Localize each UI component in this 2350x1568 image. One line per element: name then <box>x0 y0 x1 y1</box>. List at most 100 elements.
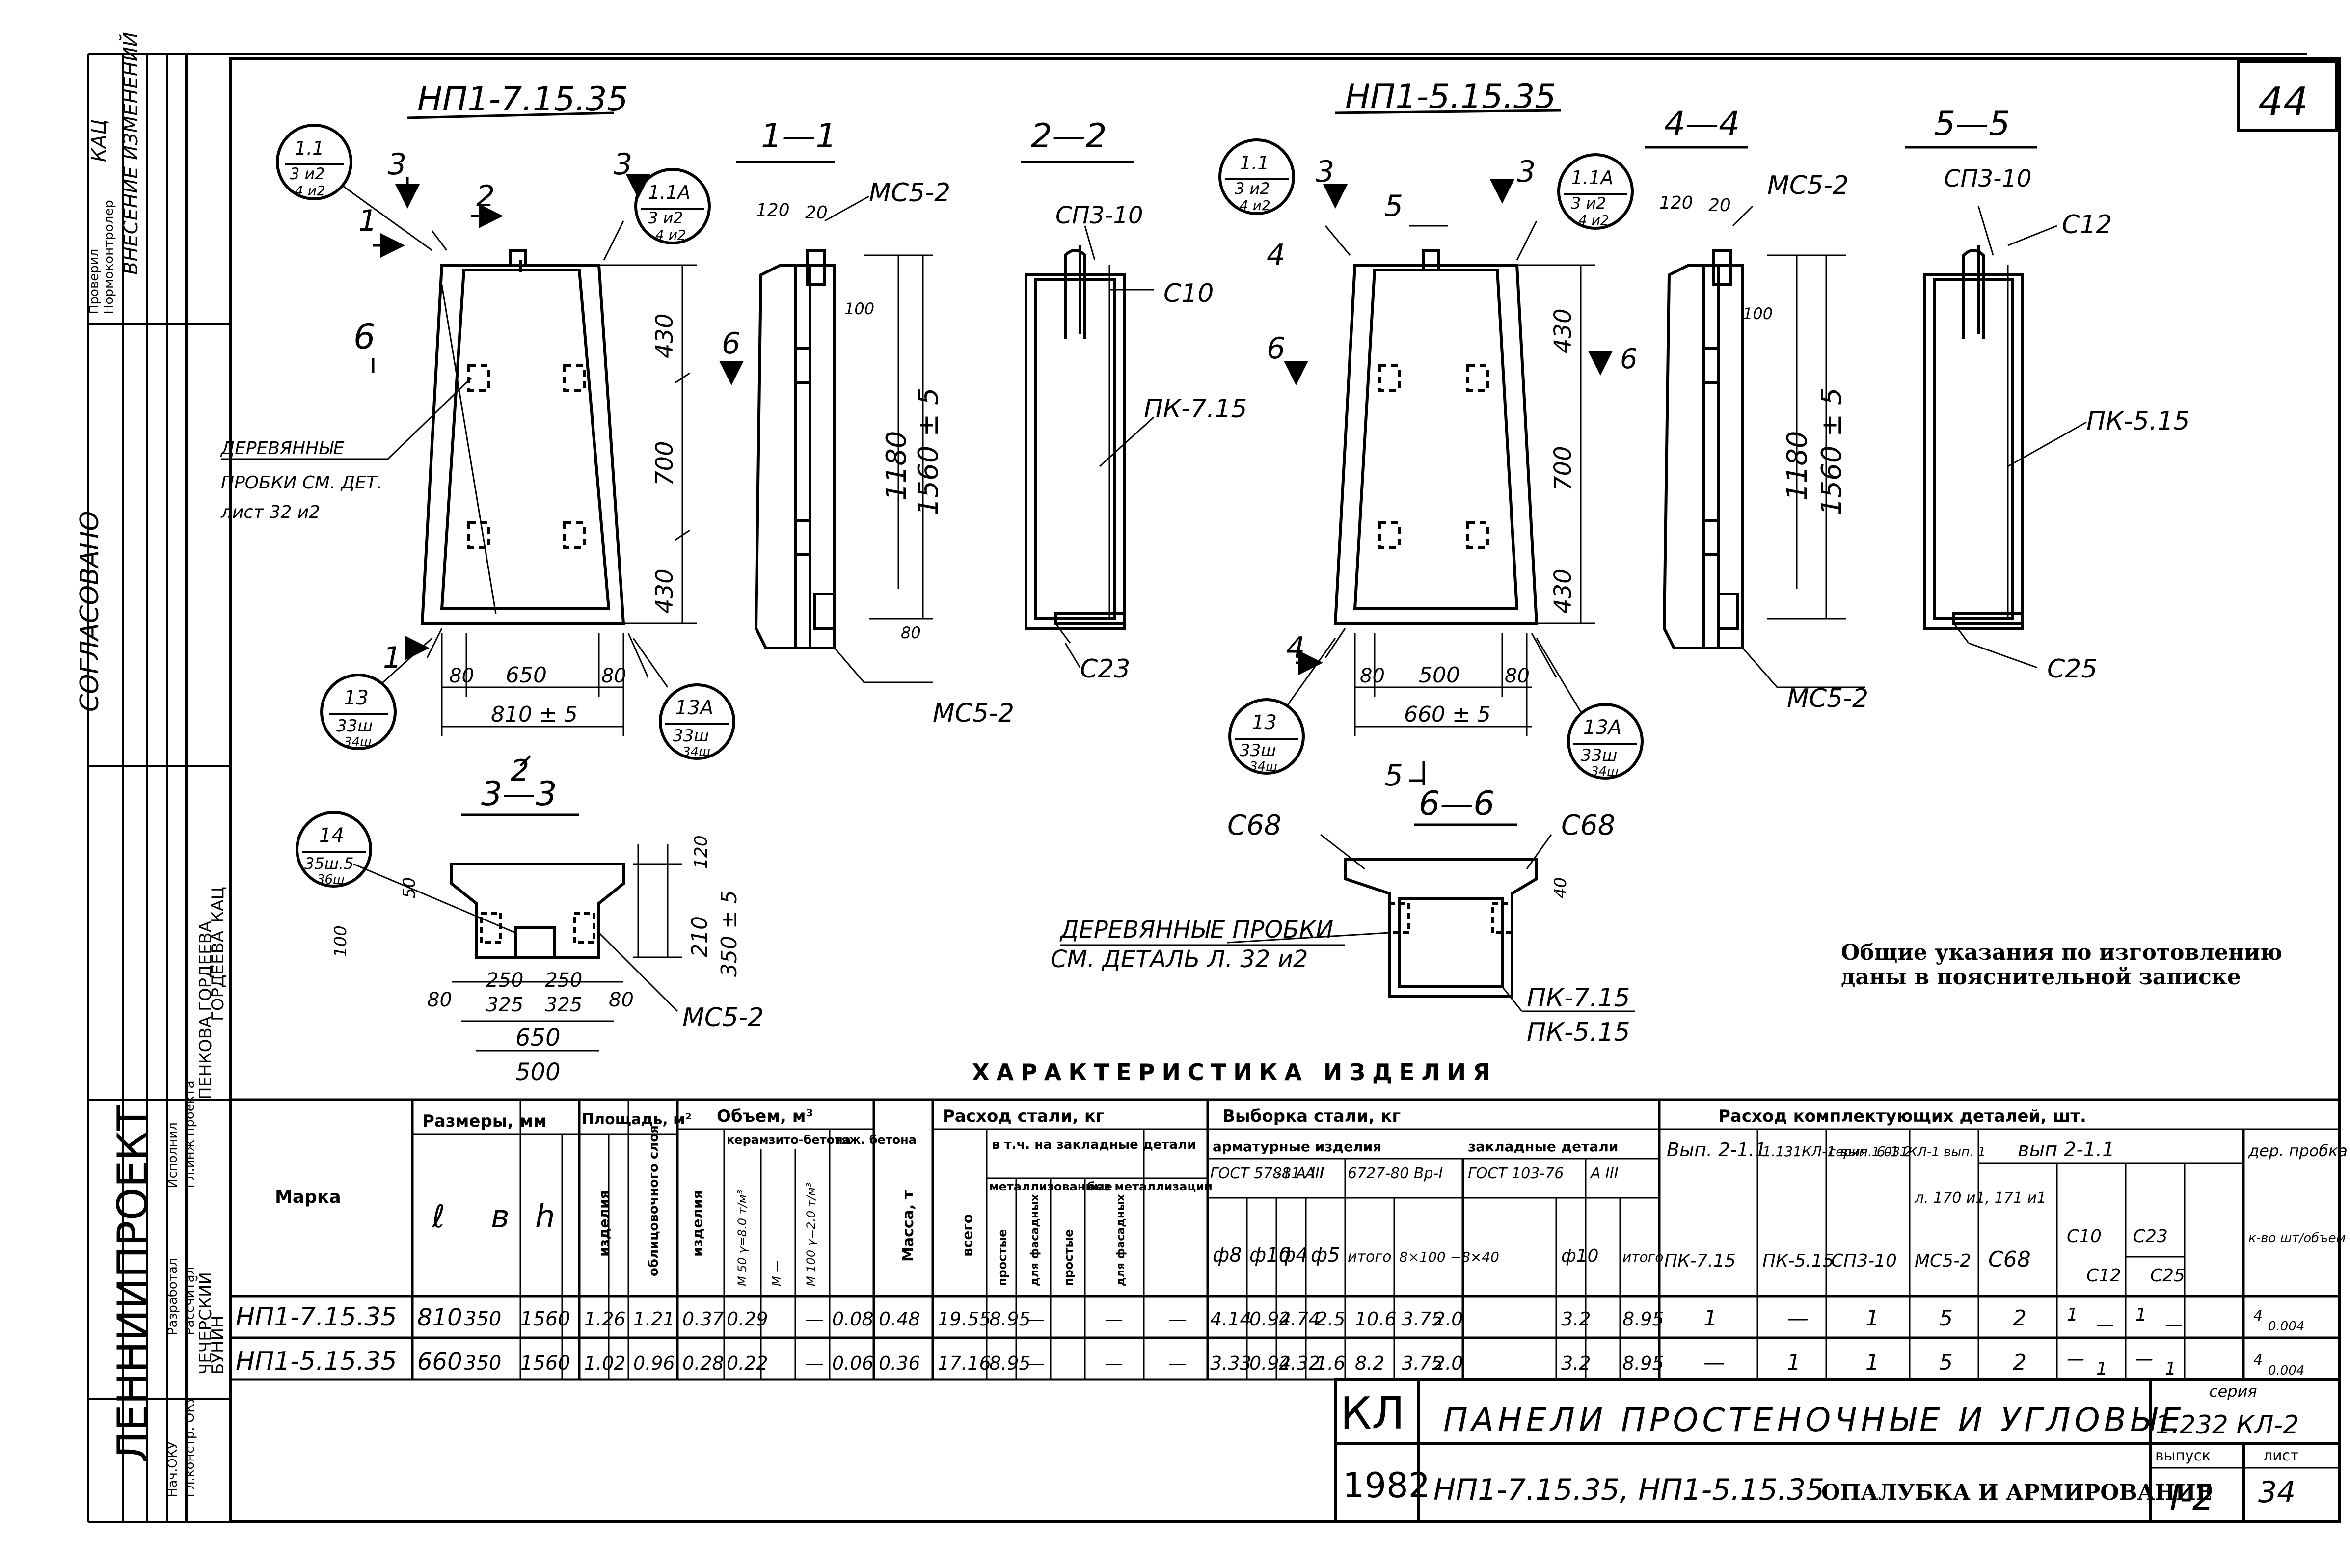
svg-text:1: 1 <box>1865 1306 1879 1331</box>
dim-6-40: 40 <box>1551 877 1570 898</box>
section-4-4 <box>1645 146 1865 688</box>
th-comp: Расход комплектующих деталей, шт. <box>1718 1107 2086 1126</box>
th-c12: С12 <box>2086 1266 2121 1286</box>
wood-plugs-a-1: ДЕРЕВЯННЫЕ <box>220 438 345 459</box>
th-wood: дер. пробка <box>2248 1141 2348 1160</box>
cut-6-b-left: 6 <box>1267 331 1285 366</box>
side-name-5: ГОРДЕЕВА <box>196 921 216 1011</box>
tb-series-value: 1.232 КЛ-2 <box>2155 1410 2299 1440</box>
svg-text:1.21: 1.21 <box>633 1308 675 1330</box>
label-pk515-a: ПК-5.15 <box>2086 406 2190 436</box>
callout-b-13a-top: 13А <box>1583 716 1621 739</box>
dim-b-500: 500 <box>1419 663 1460 688</box>
th-d5: ф5 <box>1311 1244 1340 1267</box>
dim-3-120: 120 <box>691 835 711 869</box>
svg-text:1: 1 <box>2165 1359 2176 1379</box>
callout-circle-14 <box>296 811 372 888</box>
label-c23: С23 <box>1080 654 1130 684</box>
th-mark: Марка <box>275 1187 341 1207</box>
svg-text:—: — <box>1787 1306 1809 1331</box>
svg-text:8.95: 8.95 <box>1622 1308 1664 1330</box>
th-steel-total: всего <box>959 1214 975 1257</box>
label-mc52-s11-bot: МС5-2 <box>933 699 1014 728</box>
label-c68-right: С68 <box>1561 810 1615 841</box>
general-notes-line-2: даны в пояснительной записке <box>1841 965 2241 990</box>
dim-3-80-left: 80 <box>427 989 452 1011</box>
cut-1-a-bottom: 1 <box>383 641 402 675</box>
label-pk515-b: ПК-5.15 <box>1527 1018 1630 1047</box>
th-d8: ф8 <box>1213 1244 1242 1267</box>
th-steel-simple: простые <box>996 1229 1009 1286</box>
side-name-4: ГОРДЕЕВА <box>208 931 228 1021</box>
th-vol-heavy: тяж. бетона <box>835 1133 917 1147</box>
svg-text:1: 1 <box>2135 1305 2147 1325</box>
general-notes-line-1: Общие указания по изготовлению <box>1841 940 2282 965</box>
dim-a-700: 700 <box>651 441 678 486</box>
label-c25: С25 <box>2047 654 2097 684</box>
tb-list-label: лист <box>2263 1447 2299 1464</box>
svg-text:660: 660 <box>417 1348 462 1376</box>
label-sp310-a: СП3-10 <box>1055 202 1143 229</box>
dim-a-810: 810 ± 5 <box>491 702 578 727</box>
th-wood2: к-во шт/объем м³ <box>2248 1231 2350 1245</box>
svg-text:0.37: 0.37 <box>682 1308 724 1330</box>
tb-title: ПАНЕЛИ ПРОСТЕНОЧНЫЕ И УГЛОВЫЕ <box>1443 1401 2185 1439</box>
side-name-3: ПЕНКОВА <box>196 1016 216 1100</box>
th-vyp4: вып 2-1.1 <box>2018 1138 2115 1161</box>
svg-text:8.95: 8.95 <box>1622 1352 1664 1374</box>
section-3-3-title: 3—3 <box>481 775 557 813</box>
callout-b-13-top: 13 <box>1252 711 1277 734</box>
svg-text:8.95: 8.95 <box>989 1308 1031 1330</box>
svg-text:1.02: 1.02 <box>584 1352 626 1374</box>
svg-text:2.0: 2.0 <box>1433 1352 1463 1374</box>
callout-1-1-top: 1.1 <box>295 137 324 159</box>
dim-a-80-left: 80 <box>449 665 474 687</box>
dim-3-325-b: 325 <box>545 994 582 1016</box>
label-mc52-s44-bot: МС5-2 <box>1787 684 1868 713</box>
th-vol-a: М 50 γ=8.0 т/м³ <box>735 1190 749 1286</box>
side-changes: ВНЕСЕНИЕ ИЗМЕНЕНИЙ <box>119 32 142 275</box>
th-c10: С10 <box>2067 1226 2102 1246</box>
callout-b-1-1a-top: 1.1А <box>1571 167 1613 189</box>
svg-text:17.16: 17.16 <box>938 1352 991 1374</box>
cut-6-a-right: 6 <box>722 326 740 361</box>
dim-3-80-right: 80 <box>609 989 634 1011</box>
th-d4: ф4 <box>1279 1244 1308 1267</box>
th-pk715: ПК-7.15 <box>1664 1251 1736 1271</box>
th-b: в <box>491 1199 510 1235</box>
section-4-4-title: 4—4 <box>1664 105 1740 143</box>
cut-4-b-bottom: 4 <box>1286 631 1305 665</box>
svg-text:0.22: 0.22 <box>727 1352 768 1374</box>
panel-b-title: НП1-5.15.35 <box>1345 78 1556 116</box>
th-vol-c: М 100 γ=2.0 т/м³ <box>804 1182 818 1286</box>
svg-text:350: 350 <box>464 1308 501 1330</box>
callout-1-1a-bot: 3 и2 <box>648 209 683 227</box>
callout-1-1a-top: 1.1А <box>648 182 690 203</box>
svg-text:—: — <box>1703 1350 1725 1375</box>
svg-text:—: — <box>2135 1349 2153 1369</box>
side-role-5: Исполнил <box>165 1122 180 1188</box>
th-embed: закладные детали <box>1468 1138 1618 1155</box>
callout-13-bot: 33ш <box>336 716 373 736</box>
th-area: Площадь, м² <box>582 1111 692 1128</box>
svg-text:—: — <box>1026 1352 1045 1374</box>
th-strip: 8×100 −8×40 <box>1399 1249 1499 1265</box>
th-vyp2: 1.131КЛ-1 вып. 6-1.2 <box>1762 1143 1912 1160</box>
th-l: ℓ <box>432 1199 445 1235</box>
svg-text:—: — <box>805 1308 824 1330</box>
section-6-6-title: 6—6 <box>1419 784 1495 823</box>
svg-text:2: 2 <box>2013 1306 2026 1331</box>
svg-text:8.95: 8.95 <box>989 1352 1031 1374</box>
table-row: НП1-5.15.35 660 350 1560 1.02 0.96 0.28 … <box>236 1347 2304 1379</box>
dim-s44-120: 120 <box>1659 193 1693 213</box>
dim-3-50: 50 <box>400 877 419 898</box>
th-h: h <box>535 1199 555 1235</box>
title-block <box>1334 1378 2341 1523</box>
side-agreed: СОГЛАСОВАНО <box>75 511 105 712</box>
svg-text:5: 5 <box>1939 1306 1953 1331</box>
callout-b-1-1a-bot: 3 и2 <box>1571 194 1606 213</box>
svg-text:2.32: 2.32 <box>1279 1352 1321 1374</box>
th-volume: Объем, м³ <box>717 1107 813 1126</box>
svg-text:3.75: 3.75 <box>1402 1352 1443 1374</box>
th-c25: С25 <box>2150 1266 2185 1286</box>
